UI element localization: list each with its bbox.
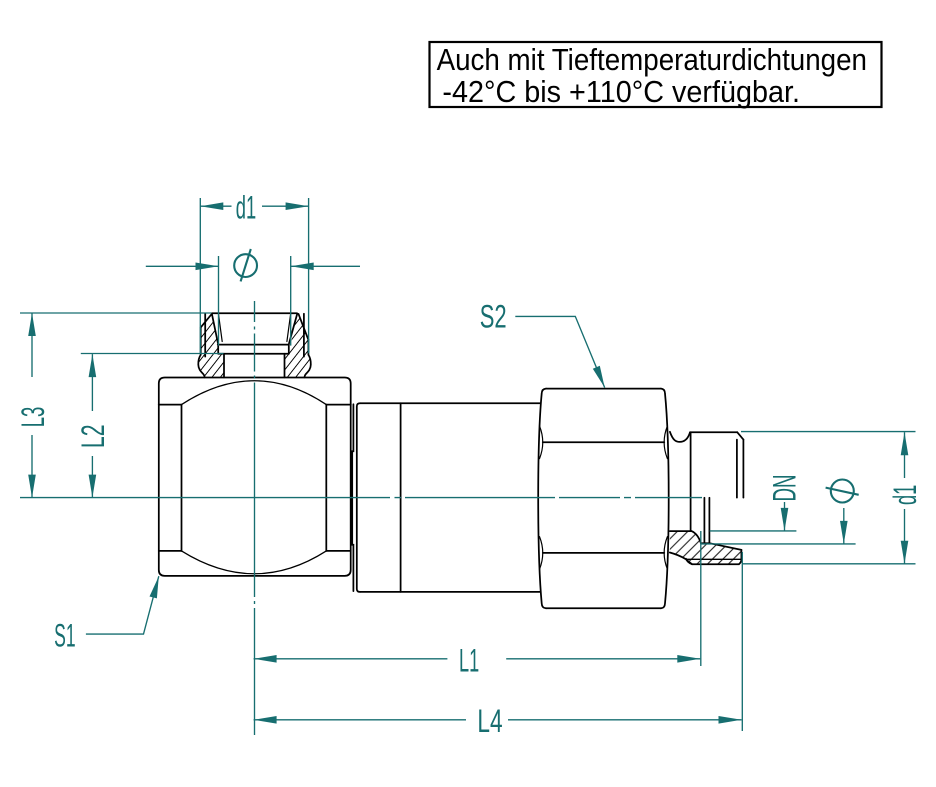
svg-text:Auch mit Tieftemperaturdichtun: Auch mit Tieftemperaturdichtungen: [437, 43, 867, 77]
svg-text:L1: L1: [459, 643, 479, 679]
svg-text:S1: S1: [54, 617, 76, 653]
svg-text:-42°C bis +110°C verfügbar.: -42°C bis +110°C verfügbar.: [442, 75, 800, 109]
svg-text:d1: d1: [887, 485, 923, 505]
svg-text:d1: d1: [236, 189, 256, 225]
svg-text:L3: L3: [15, 407, 51, 428]
svg-text:DN: DN: [767, 475, 803, 502]
svg-text:S2: S2: [480, 299, 507, 335]
svg-text:L2: L2: [75, 425, 111, 449]
svg-text:L4: L4: [477, 703, 502, 739]
